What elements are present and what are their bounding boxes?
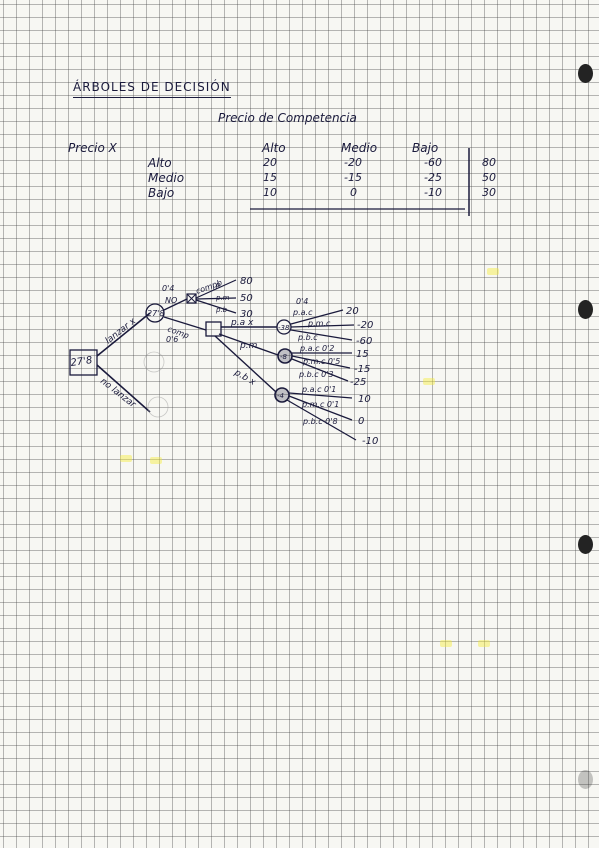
leaf-label: p.m.c 0'1 [301,400,339,409]
upper-outcome-label: p.b [215,306,228,314]
binder-hole-icon [578,64,593,83]
leaf-value: -10 [362,436,378,447]
upper-outcome-branch [195,297,237,300]
leaf-branch [290,309,344,325]
upper-outcome-branch [195,299,237,314]
upper-outcome-label: p [215,281,221,289]
row-label-medio: Medio [148,171,185,185]
decision-branch-label: p.m [239,341,258,351]
price-chance-node [274,387,290,403]
upper-outcome-label: p.m [215,294,230,302]
row-label-alto: Alto [148,156,172,170]
title-underline [73,97,231,98]
leaf-label: p.a.c 0'1 [301,385,336,394]
leaf-label: p.b.c 0'3 [298,370,334,379]
table-cell: -25 [424,171,442,184]
leaf-value: 0 [358,416,364,427]
prob-no: 0'4 [162,284,174,293]
table-header: Precio de Competencia [218,111,357,125]
price-node-prob: 0'4 [296,297,308,306]
leaf-label: p.a.c [292,308,313,317]
table-cell: 20 [263,156,277,169]
page-title: ÁRBOLES DE DECISIÓN [73,80,231,94]
table-cell-extra: 80 [482,156,496,169]
faint-node [147,396,169,418]
leaf-value: -25 [350,377,366,388]
branch-comp [163,316,207,331]
table-cell: 0 [350,186,357,199]
decision-branch-label: p.a x [230,318,254,328]
leaf-branch [290,329,353,341]
column-header-medio: Medio [341,141,378,155]
binder-hole-icon [578,300,593,319]
upper-outcome-branch [195,279,237,299]
price-node-value: -4 [277,392,284,400]
column-header-bajo: Bajo [412,141,439,155]
chance-node-value: 27'8 [147,309,164,318]
table-cell: -20 [344,156,362,169]
node-cross [186,293,197,304]
leaf-label: p.m.c [307,319,331,328]
highlight-mark [120,455,132,462]
branch-launch [96,312,151,357]
leaf-value: -60 [356,336,372,347]
highlight-mark [440,640,452,647]
table-cell: -60 [424,156,442,169]
chance-node [145,303,165,323]
highlight-mark [478,640,490,647]
table-cell-extra: 50 [482,171,496,184]
leaf-value: 10 [358,394,371,405]
table-cell: -15 [344,171,362,184]
branch-no [163,298,188,311]
leaf-value: 15 [356,349,369,360]
row-axis-label: Precio X [68,141,117,155]
highlight-mark [423,378,435,385]
binder-hole-icon [578,770,593,789]
branch-no-launch [96,364,151,413]
leaf-label: p.b.c 0'8 [302,417,338,426]
label-no: NO [165,296,177,305]
prob-comp: 0'6 [166,335,178,344]
leaf-label: p.b.c [297,333,318,342]
leaf-branch [291,358,349,382]
leaf-branch [290,324,355,328]
highlight-mark [150,457,162,464]
middle-decision-node [205,321,222,337]
highlight-mark [487,268,499,275]
leaf-value: 20 [346,306,359,317]
table-cell: 15 [263,171,277,184]
branch-launch-label: lanzar x [104,316,139,346]
root-value: 27'8 [70,355,93,369]
upper-outcome-value: 50 [240,293,253,304]
upper-outcome-value: 30 [240,309,253,320]
leaf-branch [291,355,351,369]
table-cell: -10 [424,186,442,199]
decision-branch [218,333,279,356]
leaf-branch [288,395,353,421]
leaf-label: p.m.c 0'5 [302,357,340,366]
decision-branch [214,335,277,393]
upper-outcome-value: 80 [240,276,253,287]
binder-hole-icon [578,535,593,554]
price-node-value: -38 [278,324,290,332]
root-decision-node [69,349,98,376]
leaf-value: -20 [357,320,373,331]
table-cell: 10 [263,186,277,199]
row-label-bajo: Bajo [148,186,175,200]
branch-no-launch-label: no lanzar [98,376,138,410]
column-header-alto: Alto [262,141,286,155]
table-cell-extra: 30 [482,186,496,199]
leaf-value: -15 [354,364,370,375]
faint-node [143,351,165,373]
leaf-branch [288,392,353,399]
leaf-branch [286,399,357,441]
price-node-value: -8 [280,353,288,361]
leaf-label: p.a.c 0'2 [299,344,334,353]
